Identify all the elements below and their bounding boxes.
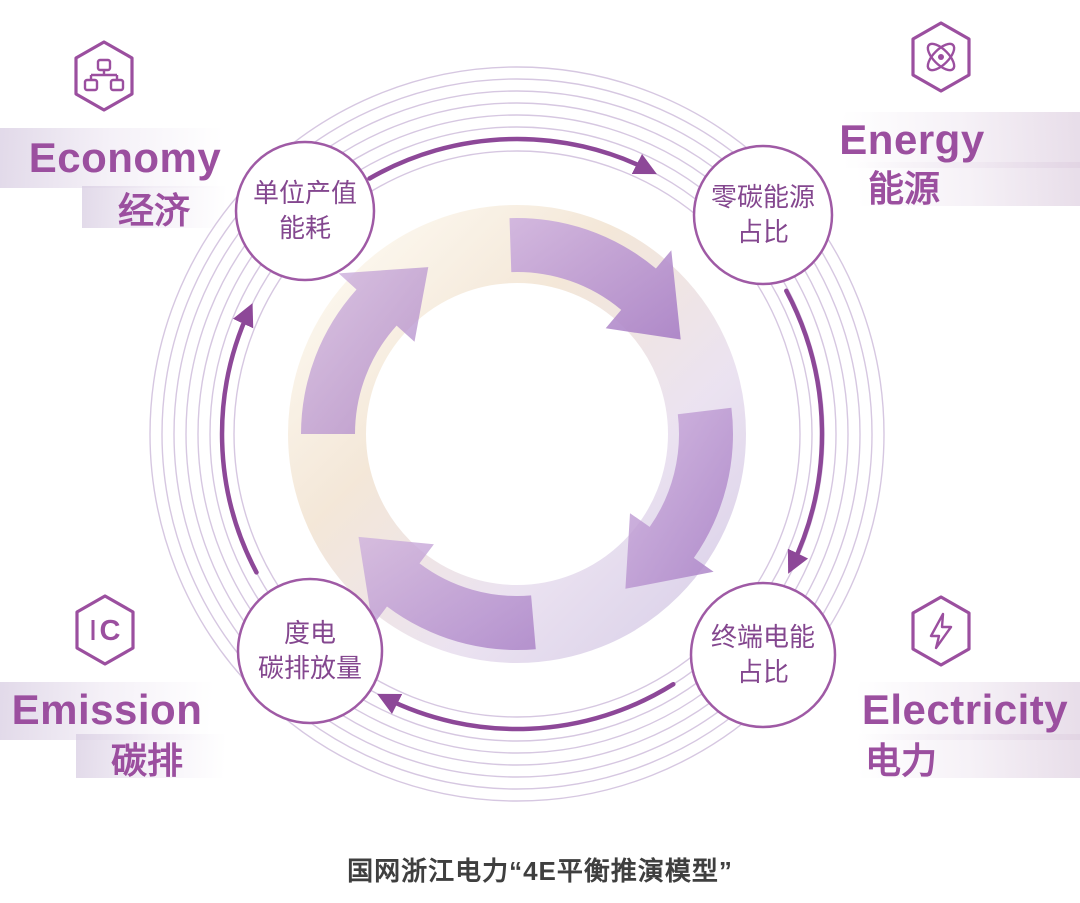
corner-label-en: Emission <box>11 686 203 733</box>
carbon-icon: C <box>75 594 135 666</box>
org-chart-icon <box>74 40 134 112</box>
flow-arrow-bottom <box>377 681 676 732</box>
node-label-bottom-left: 度电 碳排放量 <box>238 579 382 723</box>
cycle-arrow <box>509 217 681 340</box>
node-circle-top-left <box>234 140 376 282</box>
corner-label-en: Electricity <box>861 686 1069 733</box>
node-text-line: 终端电能 <box>710 621 815 652</box>
node-text-line: 能耗 <box>278 213 331 243</box>
node-text-line: 度电 <box>283 617 336 648</box>
cycle-arrow <box>625 407 734 589</box>
corner-band-gradient <box>838 162 1080 206</box>
corner-label-zh: 能源 <box>867 168 940 209</box>
corner-band-gradient <box>0 682 230 740</box>
node-circle-top-right <box>692 144 834 286</box>
node-text-line: 单位产值 <box>252 177 357 208</box>
node-text-line: 零碳能源 <box>710 181 815 212</box>
cycle-arrow <box>358 536 536 651</box>
inner-cycle-arrows <box>301 217 734 651</box>
node-label-top-left: 单位产值 能耗 <box>236 142 374 280</box>
corner-band-gradient <box>838 734 1080 778</box>
node-circle-bottom-right <box>689 581 837 729</box>
cycle-arrow <box>301 267 429 434</box>
carbon-letter: C <box>100 615 121 647</box>
corner-band-gradient <box>822 112 1080 168</box>
corner-label-en: Economy <box>28 134 222 181</box>
node-circle-bottom-left <box>236 577 384 725</box>
node-text-line: 碳排放量 <box>257 653 362 683</box>
corner-band-gradient <box>838 682 1080 740</box>
corner-label-zh: 电力 <box>864 740 937 781</box>
flow-arrow-left <box>219 303 259 575</box>
atom-icon <box>911 21 971 93</box>
node-label-top-right: 零碳能源 占比 <box>694 146 832 284</box>
node-label-bottom-right: 终端电能 占比 <box>691 583 835 727</box>
concentric-rings <box>149 66 885 802</box>
caption: 国网浙江电力“4E平衡推演模型” <box>347 856 733 886</box>
corner-label-zh: 碳排 <box>110 740 183 781</box>
flow-arrow-right <box>784 288 825 574</box>
corner-label-zh: 经济 <box>117 190 190 231</box>
lightning-icon <box>911 595 971 667</box>
corner-band-gradient <box>0 128 240 188</box>
node-text-line: 占比 <box>736 217 789 247</box>
flow-arrow-top <box>367 136 657 181</box>
corner-label-en: Energy <box>839 116 985 163</box>
outer-flow-arrows <box>219 136 825 732</box>
corner-band-gradient <box>76 734 238 778</box>
corner-band-gradient <box>82 186 238 228</box>
node-text-line: 占比 <box>736 657 789 687</box>
